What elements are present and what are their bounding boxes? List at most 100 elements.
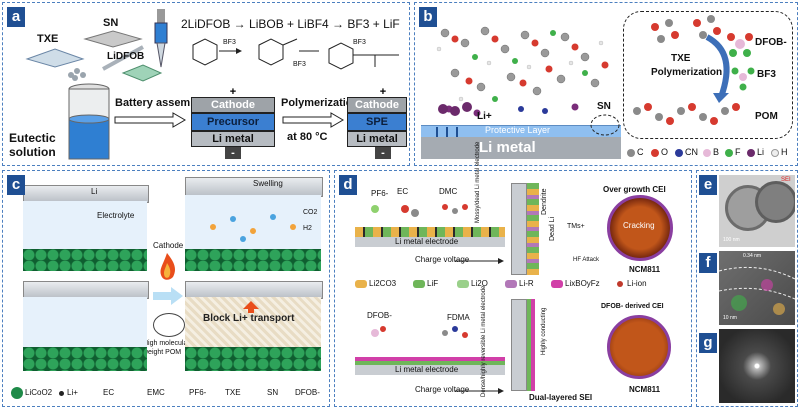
bf3-label-c: BF3 xyxy=(353,39,366,46)
d-bottom-electrode xyxy=(355,365,505,375)
md-snapshot xyxy=(436,26,609,117)
d-highly-conducting: Highly conducting xyxy=(541,307,547,355)
bf3-label-b: BF3 xyxy=(293,61,306,68)
legend-h: H xyxy=(781,147,788,157)
legend-h-swatch xyxy=(771,149,779,157)
material-sn: SN xyxy=(103,17,119,29)
legend-txe: TXE xyxy=(225,388,241,397)
legend-f-swatch xyxy=(725,149,733,157)
panel-f-label: f xyxy=(699,253,717,273)
legend-o-swatch xyxy=(651,149,659,157)
legend-lif: LiF xyxy=(427,279,439,288)
c-block-label: Block Li+ transport xyxy=(203,313,295,324)
tem-f-measure: 0.34 nm xyxy=(743,253,762,259)
legend-libof: LixBOyFz xyxy=(565,279,600,288)
d-charge-arrow-top xyxy=(455,258,504,264)
panel-b-legend: C O CN B F Li H xyxy=(627,145,795,161)
c-tr-cathode xyxy=(185,249,321,271)
panel-d-label: d xyxy=(339,175,357,195)
legend-li2co3: Li2CO3 xyxy=(369,279,397,288)
cell1-li-metal: Li metal xyxy=(191,131,275,147)
legend-li2o-swatch xyxy=(457,280,469,288)
panel-d-legend: Li2CO3 LiF Li2O Li-R LixBOyFz Li-ion xyxy=(355,277,685,291)
d-mid-bottom-label: Dense/highly reversible Li metal electro… xyxy=(481,285,487,397)
step-temperature: at 80 °C xyxy=(287,131,328,143)
d-cracking: Cracking xyxy=(623,221,655,230)
tem-f-scale: 10 nm xyxy=(723,315,737,321)
fft-image-g xyxy=(719,329,795,403)
legend-o: O xyxy=(661,147,669,157)
d-dead-li: Dead Li xyxy=(549,216,556,241)
d-ncm-top: NCM811 xyxy=(629,265,661,274)
d-ec: EC xyxy=(397,187,409,196)
txe-molecule-b xyxy=(693,15,721,39)
legend-emc: EMC xyxy=(147,388,165,397)
inset-txe: TXE xyxy=(671,53,691,64)
txe-film xyxy=(25,48,85,68)
legend-licoo2-swatch xyxy=(11,387,23,399)
legend-lir-swatch xyxy=(505,280,517,288)
d-electrode-top: Li metal electrode xyxy=(395,237,459,246)
legend-pf6: PF6- xyxy=(189,388,207,397)
d-mid-bottom-sei xyxy=(527,299,535,391)
panel-b: b Li+ SN Protective Layer xyxy=(414,2,798,166)
legend-liion-swatch xyxy=(617,281,623,287)
panel-efg: e SEI 100 nm f 0.34 nm 10 nm g xyxy=(696,170,798,407)
dfob-molecule xyxy=(727,33,753,57)
d-fdma: FDMA xyxy=(447,313,470,322)
legend-c: C xyxy=(637,147,644,157)
zoom-link xyxy=(590,114,620,136)
legend-cn-swatch xyxy=(675,149,683,157)
d-charge-arrow-bottom xyxy=(455,388,504,394)
panel-a: a TXE SN LiDFOB Eutectic solution 2LiDFO… xyxy=(2,2,410,166)
pellets xyxy=(68,68,86,81)
inset-dfob: DFOB- xyxy=(755,37,787,48)
panel-e-label: e xyxy=(699,175,717,195)
c-electrolyte-label: Electrolyte xyxy=(97,211,135,220)
arrow-assembly xyxy=(114,112,186,128)
eutectic-beaker xyxy=(68,83,110,160)
c-bl-cathode xyxy=(23,347,147,371)
legend-sn: SN xyxy=(267,388,279,397)
c-pom-note: High molecular weight POM xyxy=(143,339,197,357)
d-bottom-sei xyxy=(355,357,505,365)
tem-image-e xyxy=(719,175,795,247)
pom-chain xyxy=(633,103,740,125)
d-tmo: TMs+ xyxy=(567,223,585,230)
d-bottom-molecules xyxy=(371,326,468,338)
inset-bf3: BF3 xyxy=(757,69,776,80)
particle-2 xyxy=(755,181,795,223)
protective-layer-text: Protective Layer xyxy=(485,125,551,135)
cell2-minus: - xyxy=(375,147,391,159)
cell1-minus: - xyxy=(225,147,241,159)
solution-label-text: Eutectic solution xyxy=(9,131,56,159)
c-tl-cathode xyxy=(23,249,147,271)
li-ion-label: Li+ xyxy=(477,111,492,122)
d-charge-bottom: Charge voltage xyxy=(415,385,470,394)
d-dfob: DFOB- xyxy=(367,311,392,320)
legend-li-swatch xyxy=(747,149,755,157)
legend-b: B xyxy=(713,147,720,157)
d-overgrowth: Over growth CEI xyxy=(603,185,666,194)
txe-molecule xyxy=(651,19,679,43)
d-top-molecules xyxy=(371,204,468,217)
cell1-cathode: Cathode xyxy=(191,97,275,113)
legend-lif-swatch xyxy=(413,280,425,288)
c-br-cathode xyxy=(185,347,321,371)
c-tr-electrolyte xyxy=(185,195,321,249)
legend-f: F xyxy=(735,147,741,157)
legend-cn: CN xyxy=(685,147,698,157)
d-mid-top-sei xyxy=(527,183,539,275)
d-top-electrode xyxy=(355,237,505,247)
heat-fire-icon xyxy=(160,253,175,280)
bf3-molecule xyxy=(731,67,755,91)
cell2-plus: + xyxy=(379,86,387,98)
legend-liion: Li-ion xyxy=(627,279,647,288)
bf3-label-a: BF3 xyxy=(223,39,236,46)
step-battery-assembly: Battery assembly xyxy=(115,97,207,109)
sn-film xyxy=(83,30,143,48)
legend-c-swatch xyxy=(627,149,635,157)
c-co2-label: CO2 xyxy=(303,209,318,216)
c-pom-bubble xyxy=(153,313,185,337)
panel-c-label: c xyxy=(7,175,25,195)
